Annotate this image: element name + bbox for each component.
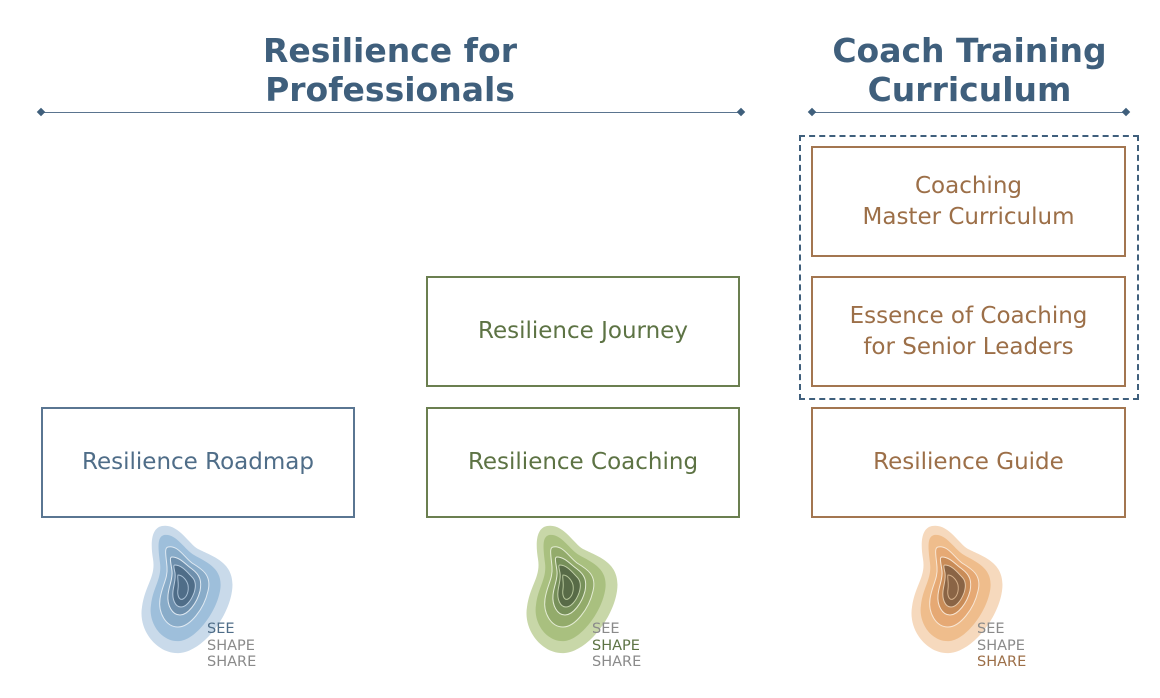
topographic-blob-icon <box>911 525 1003 654</box>
tag-shape: SHAPE <box>207 637 255 654</box>
resilience-coaching-box: Resilience Coaching <box>426 407 740 518</box>
tag-shape: SHAPE <box>977 637 1025 654</box>
resilience-guide-box: Resilience Guide <box>811 407 1126 518</box>
coach-curriculum-group-frame <box>799 135 1139 400</box>
tag-see: SEE <box>207 621 235 637</box>
see-shape-share-logo-green: SEE SHAPE SHARE <box>525 523 655 673</box>
tag-shape: SHAPE <box>592 637 640 654</box>
see-shape-share-logo-blue: SEE SHAPE SHARE <box>140 523 270 673</box>
heading-resilience-for-professionals: Resilience for Professionals <box>263 31 517 109</box>
tag-see: SEE <box>977 621 1005 637</box>
see-shape-share-tagline: SEE SHAPE SHARE <box>977 621 1026 671</box>
tag-share: SHARE <box>977 654 1027 670</box>
essence-of-coaching-box: Essence of Coaching for Senior Leaders <box>811 276 1126 387</box>
heading-coach-training-curriculum: Coach Training Curriculum <box>832 31 1107 109</box>
see-shape-share-tagline: SEE SHAPE SHARE <box>592 621 641 671</box>
topographic-blob-icon <box>141 525 233 654</box>
see-shape-share-tagline: SEE SHAPE SHARE <box>207 621 256 671</box>
resilience-roadmap-box: Resilience Roadmap <box>41 407 355 518</box>
see-shape-share-logo-orange: SEE SHAPE SHARE <box>910 523 1040 673</box>
coaching-master-curriculum-box: Coaching Master Curriculum <box>811 146 1126 257</box>
topographic-blob-icon <box>526 525 618 654</box>
tag-see: SEE <box>592 621 620 637</box>
divider-professionals <box>41 112 741 113</box>
resilience-journey-box: Resilience Journey <box>426 276 740 387</box>
divider-coach-training <box>812 112 1126 113</box>
tag-share: SHARE <box>207 654 257 670</box>
tag-share: SHARE <box>592 654 642 670</box>
